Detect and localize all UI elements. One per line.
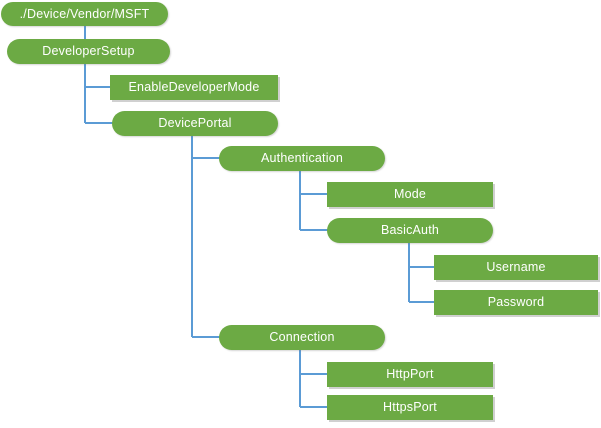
tree-node-label: EnableDeveloperMode bbox=[128, 80, 260, 95]
tree-node-label: Password bbox=[487, 295, 545, 310]
tree-node-label: ./Device/Vendor/MSFT bbox=[19, 6, 150, 21]
tree-node-username[interactable]: Username bbox=[434, 255, 598, 280]
tree-node-label: DevicePortal bbox=[158, 116, 232, 131]
tree-node-label: Connection bbox=[269, 330, 335, 345]
tree-node-developersetup[interactable]: DeveloperSetup bbox=[7, 39, 170, 64]
tree-node-connection[interactable]: Connection bbox=[219, 325, 385, 350]
tree-node-password[interactable]: Password bbox=[434, 290, 598, 315]
tree-node-label: HttpPort bbox=[386, 367, 434, 382]
tree-node-label: Authentication bbox=[260, 151, 344, 166]
tree-node-root[interactable]: ./Device/Vendor/MSFT bbox=[1, 2, 168, 26]
tree-node-label: BasicAuth bbox=[380, 223, 440, 238]
tree-node-httpport[interactable]: HttpPort bbox=[327, 362, 493, 387]
tree-node-label: HttpsPort bbox=[383, 400, 437, 415]
tree-node-authentication[interactable]: Authentication bbox=[219, 146, 385, 171]
tree-node-label: Mode bbox=[393, 187, 427, 202]
tree-node-deviceportal[interactable]: DevicePortal bbox=[112, 111, 278, 136]
tree-node-label: DeveloperSetup bbox=[42, 44, 135, 59]
tree-node-label: Username bbox=[486, 260, 546, 275]
tree-node-basicauth[interactable]: BasicAuth bbox=[327, 218, 493, 243]
tree-node-mode[interactable]: Mode bbox=[327, 182, 493, 207]
tree-node-enabledevelopermode[interactable]: EnableDeveloperMode bbox=[110, 75, 278, 100]
tree-node-httpsport[interactable]: HttpsPort bbox=[327, 395, 493, 420]
